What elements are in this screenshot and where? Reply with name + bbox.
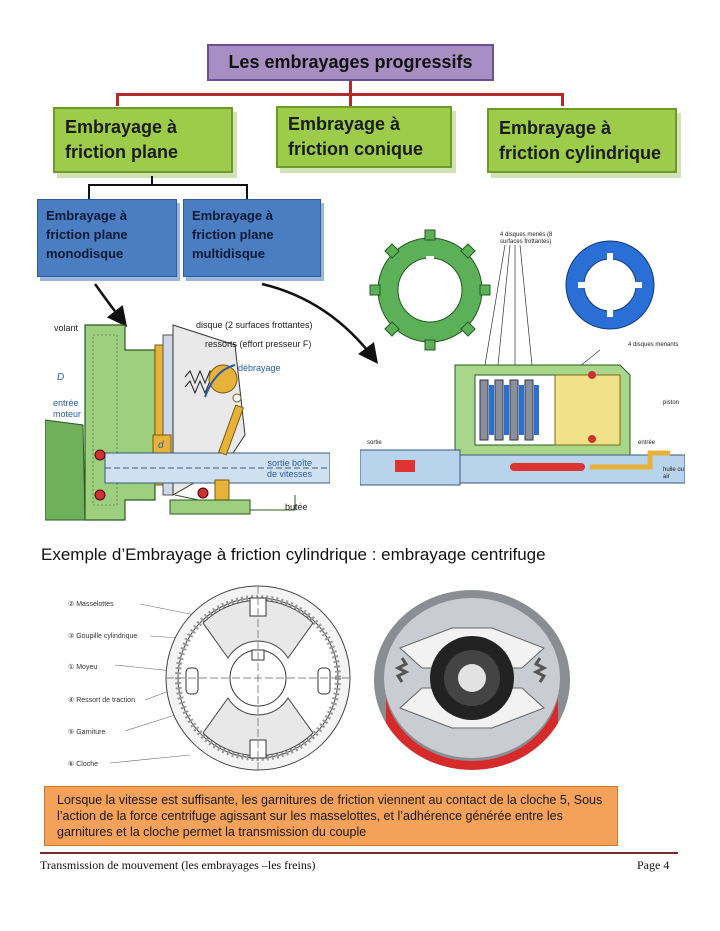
centrifuge-diagram — [109, 585, 351, 771]
footer-title: Transmission de mouvement (les embrayage… — [40, 858, 316, 872]
label-volant: volant — [54, 323, 79, 333]
page-title: Les embrayages progressifs — [207, 44, 494, 81]
category-friction-cylindrique: Embrayage à friction cylindrique — [487, 108, 677, 173]
label-d-small: d — [158, 440, 164, 451]
arrow-multi — [261, 282, 379, 364]
label-d-big: D — [57, 372, 65, 383]
sub-label: Embrayage à friction plane multidisque — [192, 208, 274, 261]
label-huile: huile ou air — [663, 467, 685, 480]
connector-left — [116, 93, 119, 106]
cent-label-moyeu: ① Moyeu — [68, 664, 98, 671]
label-entree-multi: entrée — [638, 440, 656, 446]
centrifuge-heading: Exemple d’Embrayage à friction cylindriq… — [41, 545, 546, 564]
label-butee: butée — [285, 502, 308, 512]
title-text: Les embrayages progressifs — [228, 52, 473, 72]
sub-monodisque: Embrayage à friction plane monodisque — [37, 199, 177, 277]
cent-label-masselottes: ② Masselottes — [68, 601, 114, 608]
label-menes: 4 disques menés (8 surfaces frottantes) — [500, 232, 553, 245]
category-label: Embrayage à friction plane — [65, 117, 179, 162]
label-sortie-multi: sortie — [367, 440, 382, 446]
category-friction-conique: Embrayage à friction conique — [276, 106, 452, 168]
page-number: Page 4 — [637, 858, 670, 872]
connector-bar — [116, 93, 564, 96]
category-label: Embrayage à friction cylindrique — [499, 117, 662, 163]
sub-connector-right — [246, 184, 248, 199]
footer-divider — [40, 852, 678, 854]
label-sortie: sortie boîte de vitesses — [266, 458, 312, 479]
category-friction-plane: Embrayage à friction plane — [53, 107, 233, 173]
sub-connector-left — [88, 184, 90, 199]
monodisque-diagram — [45, 324, 330, 521]
label-ressorts: ressorts (effort presseur F) — [205, 339, 312, 349]
category-label: Embrayage à friction conique — [288, 114, 423, 159]
sub-multidisque: Embrayage à friction plane multidisque — [183, 199, 321, 277]
connector-mid — [349, 93, 352, 106]
cent-label-cloche: ⑥ Cloche — [68, 761, 99, 768]
multidisque-diagram — [360, 229, 685, 486]
connector-right — [561, 93, 564, 106]
centrifuge-photo — [374, 590, 570, 770]
cent-label-ressort: ④ Ressort de traction — [68, 697, 135, 704]
connector-trunk — [349, 81, 352, 95]
arrows-overlay — [93, 282, 379, 364]
cent-label-goupille: ③ Goupille cylindrique — [68, 633, 138, 640]
arrow-mono — [93, 283, 128, 327]
label-piston: piston — [663, 400, 680, 406]
sub-connector-bar — [88, 184, 248, 186]
label-debrayage: débrayage — [238, 363, 281, 373]
explanation-note: Lorsque la vitesse est suffisante, les g… — [44, 786, 618, 846]
sub-label: Embrayage à friction plane monodisque — [46, 208, 128, 261]
cent-label-garniture: ⑤ Garniture — [68, 729, 106, 736]
label-menants: 4 disques menants — [628, 342, 679, 348]
label-disque: disque (2 surfaces frottantes) — [196, 320, 313, 330]
sub-connector-trunk — [151, 176, 153, 185]
label-entree: entrée moteur — [53, 398, 82, 419]
